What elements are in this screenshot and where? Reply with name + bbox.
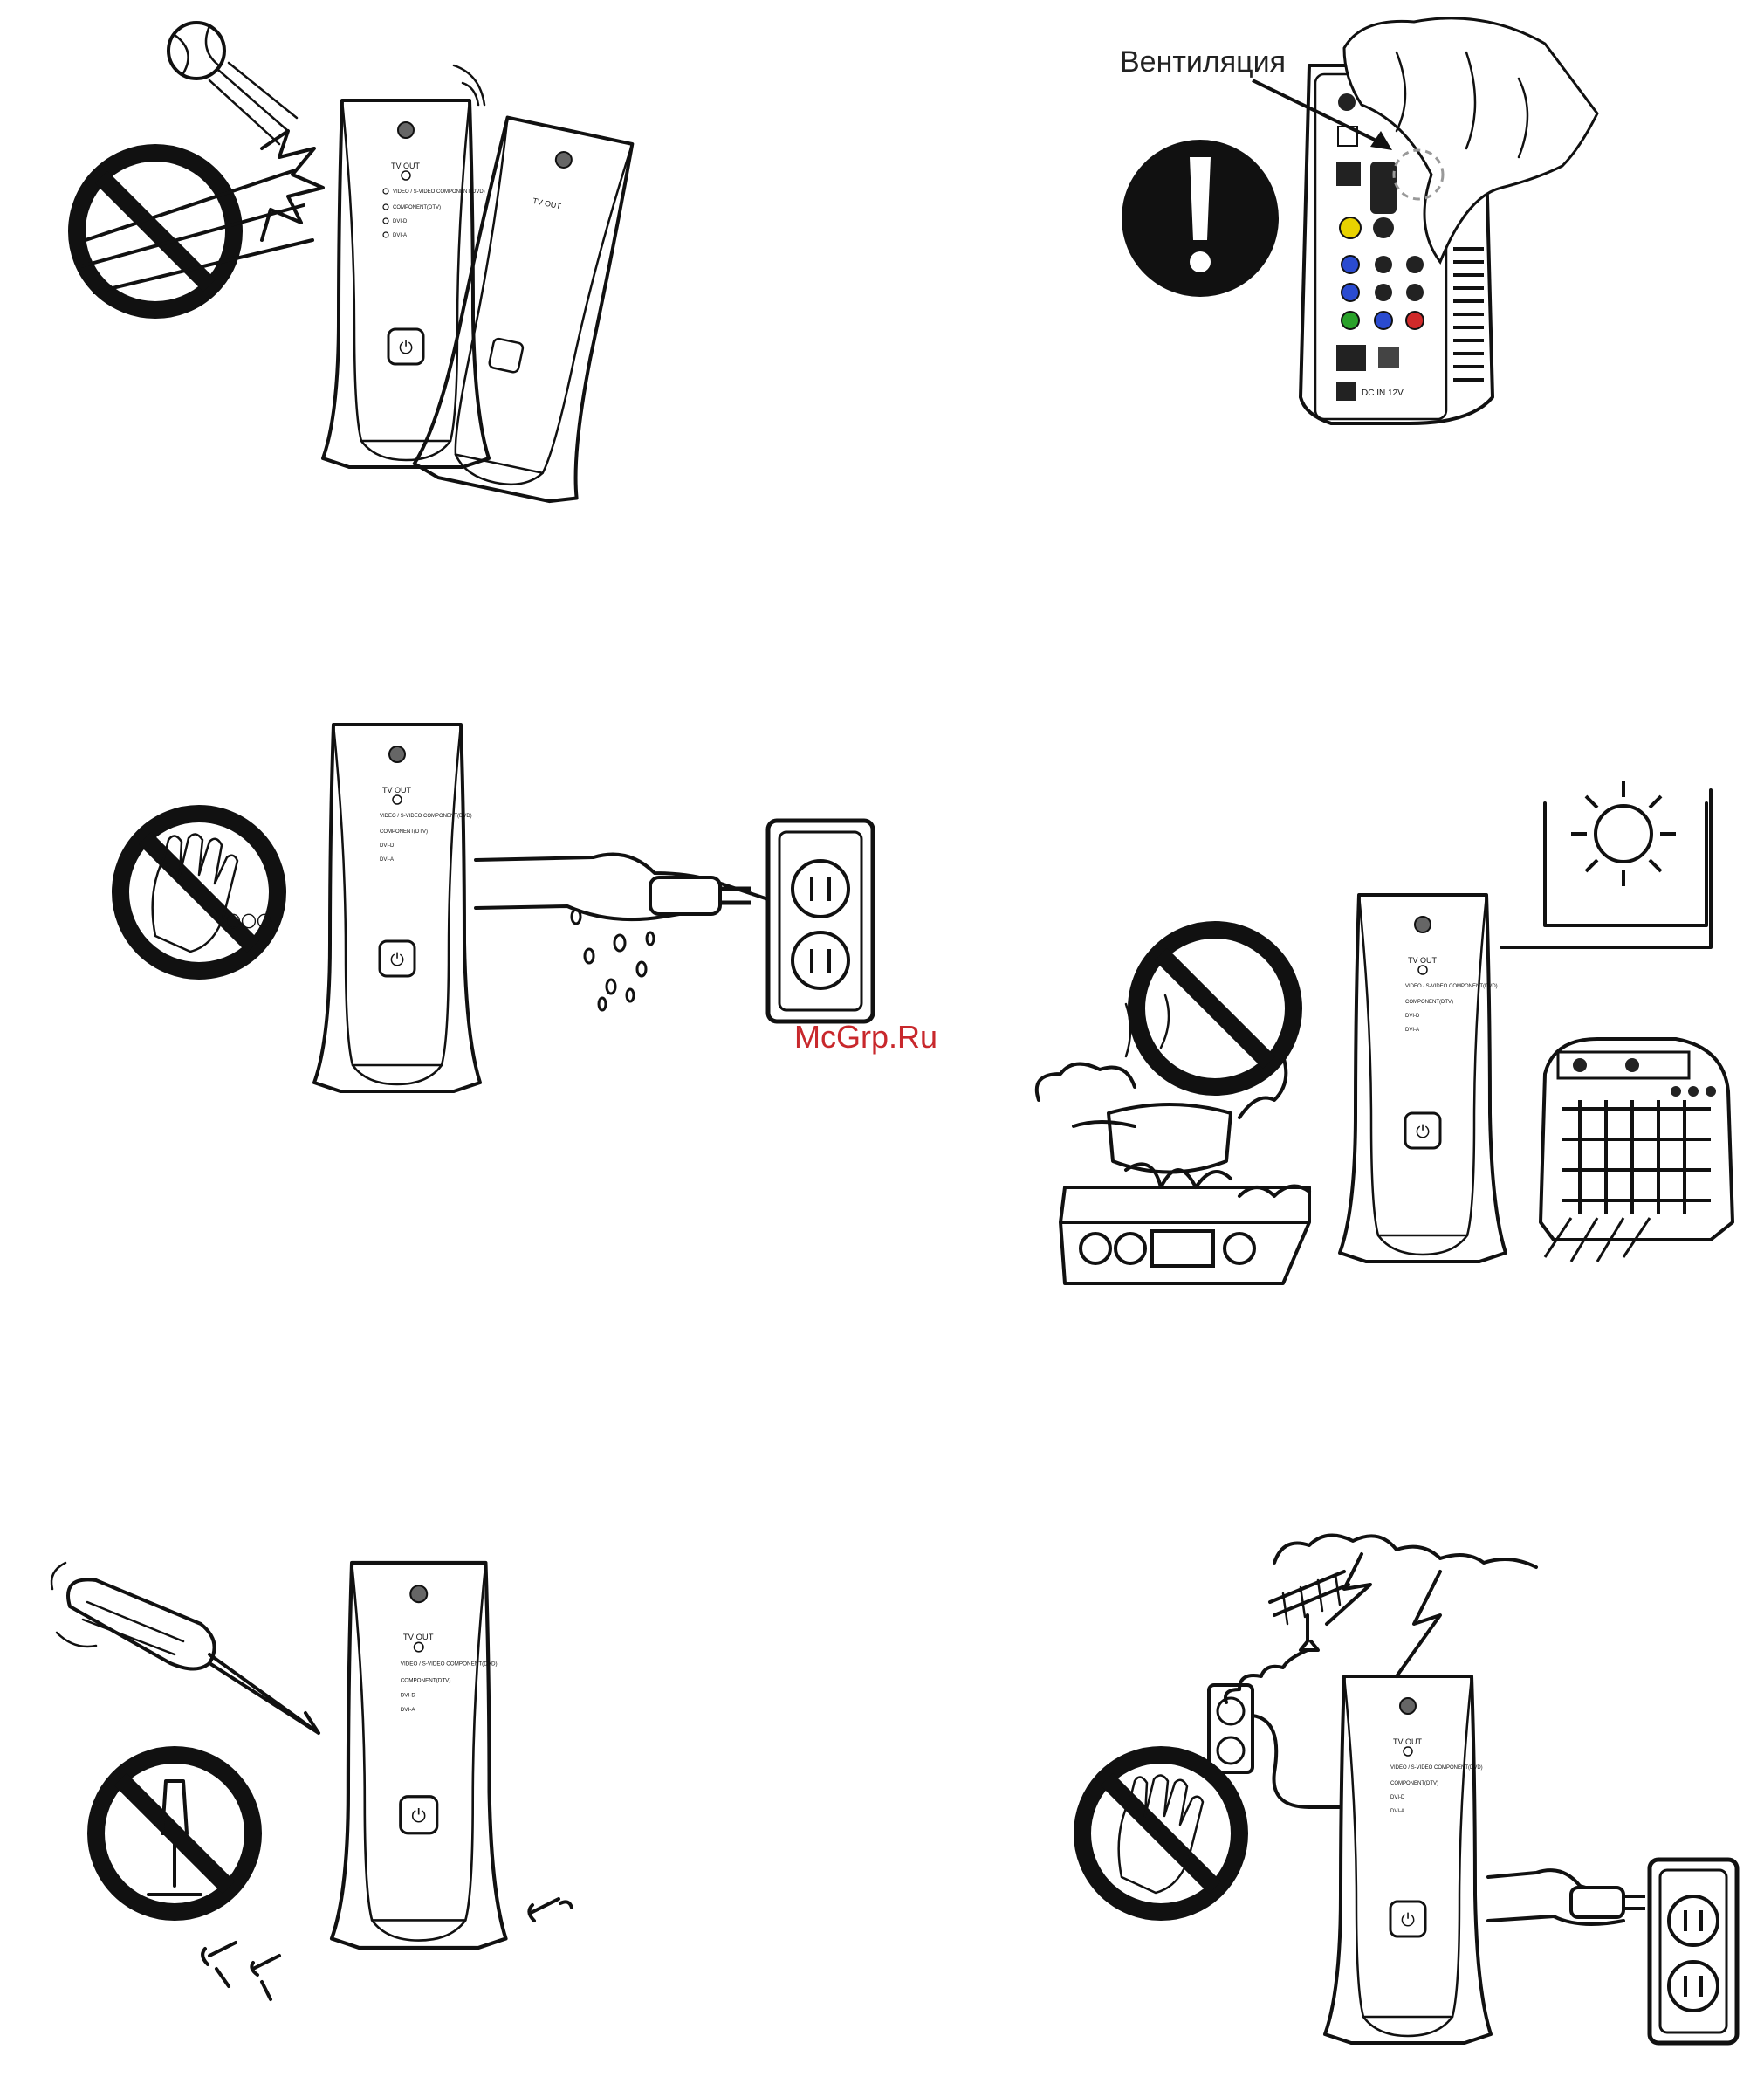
power-icon: ⏻	[399, 339, 413, 358]
power-icon: ⏻	[411, 1806, 426, 1826]
water-drops-icon	[570, 908, 655, 1012]
wall-outlet-2-illustration	[1647, 1857, 1740, 2046]
flame-icon	[1124, 1162, 1232, 1189]
device-front-illustration-3: TV OUT VIDEO / S-VIDEO COMPONENT(DVD) CO…	[1338, 893, 1507, 1263]
steam-icon	[1034, 1062, 1136, 1128]
opt-video-label: VIDEO / S-VIDEO COMPONENT(DVD)	[393, 189, 485, 195]
svg-text:VIDEO / S-VIDEO COMPONENT(DVD): VIDEO / S-VIDEO COMPONENT(DVD)	[401, 1661, 498, 1668]
stove-illustration	[1059, 1186, 1311, 1285]
panel-ventilation: DC IN 12V Вентиляция	[1120, 17, 1599, 425]
panel-impact: TV OUT TV OUT VIDEO / S-VIDEO COMPONENT(…	[77, 21, 653, 509]
plug-illustration	[649, 876, 722, 916]
window-illustration	[1543, 801, 1708, 927]
svg-text:VIDEO / S-VIDEO COMPONENT(DVD): VIDEO / S-VIDEO COMPONENT(DVD)	[380, 814, 472, 819]
svg-text:TV OUT: TV OUT	[1393, 1737, 1423, 1746]
power-icon: ⏻	[1401, 1911, 1415, 1930]
device-front-illustration-5: TV OUT VIDEO / S-VIDEO COMPONENT(DVD) CO…	[1323, 1675, 1493, 2045]
watermark-text: McGrp.Ru	[794, 1019, 937, 1055]
cloud-icon	[1273, 1533, 1538, 1569]
ball-icon	[167, 21, 226, 80]
cable-illustration	[1251, 1714, 1342, 1809]
screwdriver-illustration	[66, 1578, 216, 1671]
panel-disassembly: TV OUT VIDEO / S-VIDEO COMPONENT(DVD) CO…	[50, 1563, 573, 2001]
device-front-illustration-4: TV OUT VIDEO / S-VIDEO COMPONENT(DVD) CO…	[332, 1563, 506, 1948]
dc-in-label: DC IN 12V	[1362, 389, 1404, 398]
device-rear-illustration: DC IN 12V	[1299, 64, 1494, 425]
panel-storm: TV OUT VIDEO / S-VIDEO COMPONENT(DVD) CO…	[1082, 1533, 1740, 2046]
prohibited-impact-icon	[77, 153, 314, 310]
svg-text:COMPONENT(DTV): COMPONENT(DTV)	[401, 1678, 451, 1684]
svg-text:COMPONENT(DTV): COMPONENT(DTV)	[380, 829, 428, 835]
svg-text:DVI-A: DVI-A	[380, 857, 394, 863]
sun-icon	[1571, 781, 1676, 886]
prohibited-touch-during-storm-icon	[1082, 1755, 1239, 1912]
power-button-illustration	[387, 327, 425, 366]
svg-text:TV OUT: TV OUT	[403, 1633, 434, 1642]
screws-icon	[201, 1897, 573, 2001]
wall-outlet-illustration	[765, 818, 875, 1024]
svg-text:VIDEO / S-VIDEO COMPONENT(DVD): VIDEO / S-VIDEO COMPONENT(DVD)	[1390, 1765, 1483, 1771]
prohibited-heat-sources-icon	[1136, 930, 1294, 1087]
prohibited-disassembly-icon	[96, 1755, 253, 1912]
svg-text:DVI-D: DVI-D	[1405, 1014, 1420, 1019]
svg-text:DVI-A: DVI-A	[401, 1707, 416, 1713]
lightning-icon	[1325, 1552, 1442, 1678]
svg-text:TV OUT: TV OUT	[1408, 956, 1438, 965]
impact-burst-icon	[260, 129, 325, 242]
arm-illustration-2	[1486, 1868, 1625, 1926]
svg-text:COMPONENT(DTV): COMPONENT(DTV)	[1390, 1781, 1438, 1786]
pot-illustration	[1107, 1103, 1232, 1174]
svg-text:DVI-D: DVI-D	[380, 843, 395, 849]
device-front-illustration: TV OUT VIDEO / S-VIDEO COMPONENT(DVD) CO…	[321, 99, 491, 469]
svg-text:TV OUT: TV OUT	[382, 786, 412, 794]
svg-text:DVI-D: DVI-D	[1390, 1795, 1405, 1800]
panel-heat-sources: TV OUT VIDEO / S-VIDEO COMPONENT(DVD) CO…	[1034, 781, 1734, 1285]
panel-wet-hands: TV OUT VIDEO / S-VIDEO COMPONENT(DVD) CO…	[120, 723, 875, 1093]
opt-component-label: COMPONENT(DTV)	[393, 205, 441, 210]
heater-illustration	[1539, 1037, 1734, 1262]
power-icon: ⏻	[390, 951, 404, 970]
opt-dvia-label: DVI-A	[393, 233, 407, 238]
svg-text:VIDEO / S-VIDEO COMPONENT(DVD): VIDEO / S-VIDEO COMPONENT(DVD)	[1405, 984, 1498, 989]
device-front-illustration-2: TV OUT VIDEO / S-VIDEO COMPONENT(DVD) CO…	[312, 723, 482, 1093]
opt-dvid-label: DVI-D	[393, 219, 408, 224]
wall-socket-2-illustration	[1207, 1683, 1254, 1774]
video-jack-icon	[1339, 217, 1362, 239]
antenna-illustration	[1224, 1570, 1350, 1704]
svg-text:DVI-A: DVI-A	[1405, 1028, 1419, 1033]
falling-device-illustration: TV OUT	[410, 112, 653, 509]
ventilation-arrow	[1252, 79, 1384, 146]
power-icon: ⏻	[1416, 1123, 1430, 1142]
exclamation-warning-icon	[1122, 140, 1279, 297]
svg-text:DVI-D: DVI-D	[401, 1692, 416, 1698]
svg-text:COMPONENT(DTV): COMPONENT(DTV)	[1405, 1000, 1453, 1005]
ventilation-label: Вентиляция	[1120, 45, 1286, 79]
tv-out-label: TV OUT	[391, 162, 421, 170]
svg-text:DVI-A: DVI-A	[1390, 1809, 1404, 1814]
svg-text:〇〇〇: 〇〇〇	[225, 913, 272, 931]
cloth-cover-illustration	[1342, 17, 1599, 265]
prohibited-wet-hand-icon: 〇〇〇	[120, 814, 278, 971]
svg-text:TV OUT: TV OUT	[532, 196, 562, 211]
